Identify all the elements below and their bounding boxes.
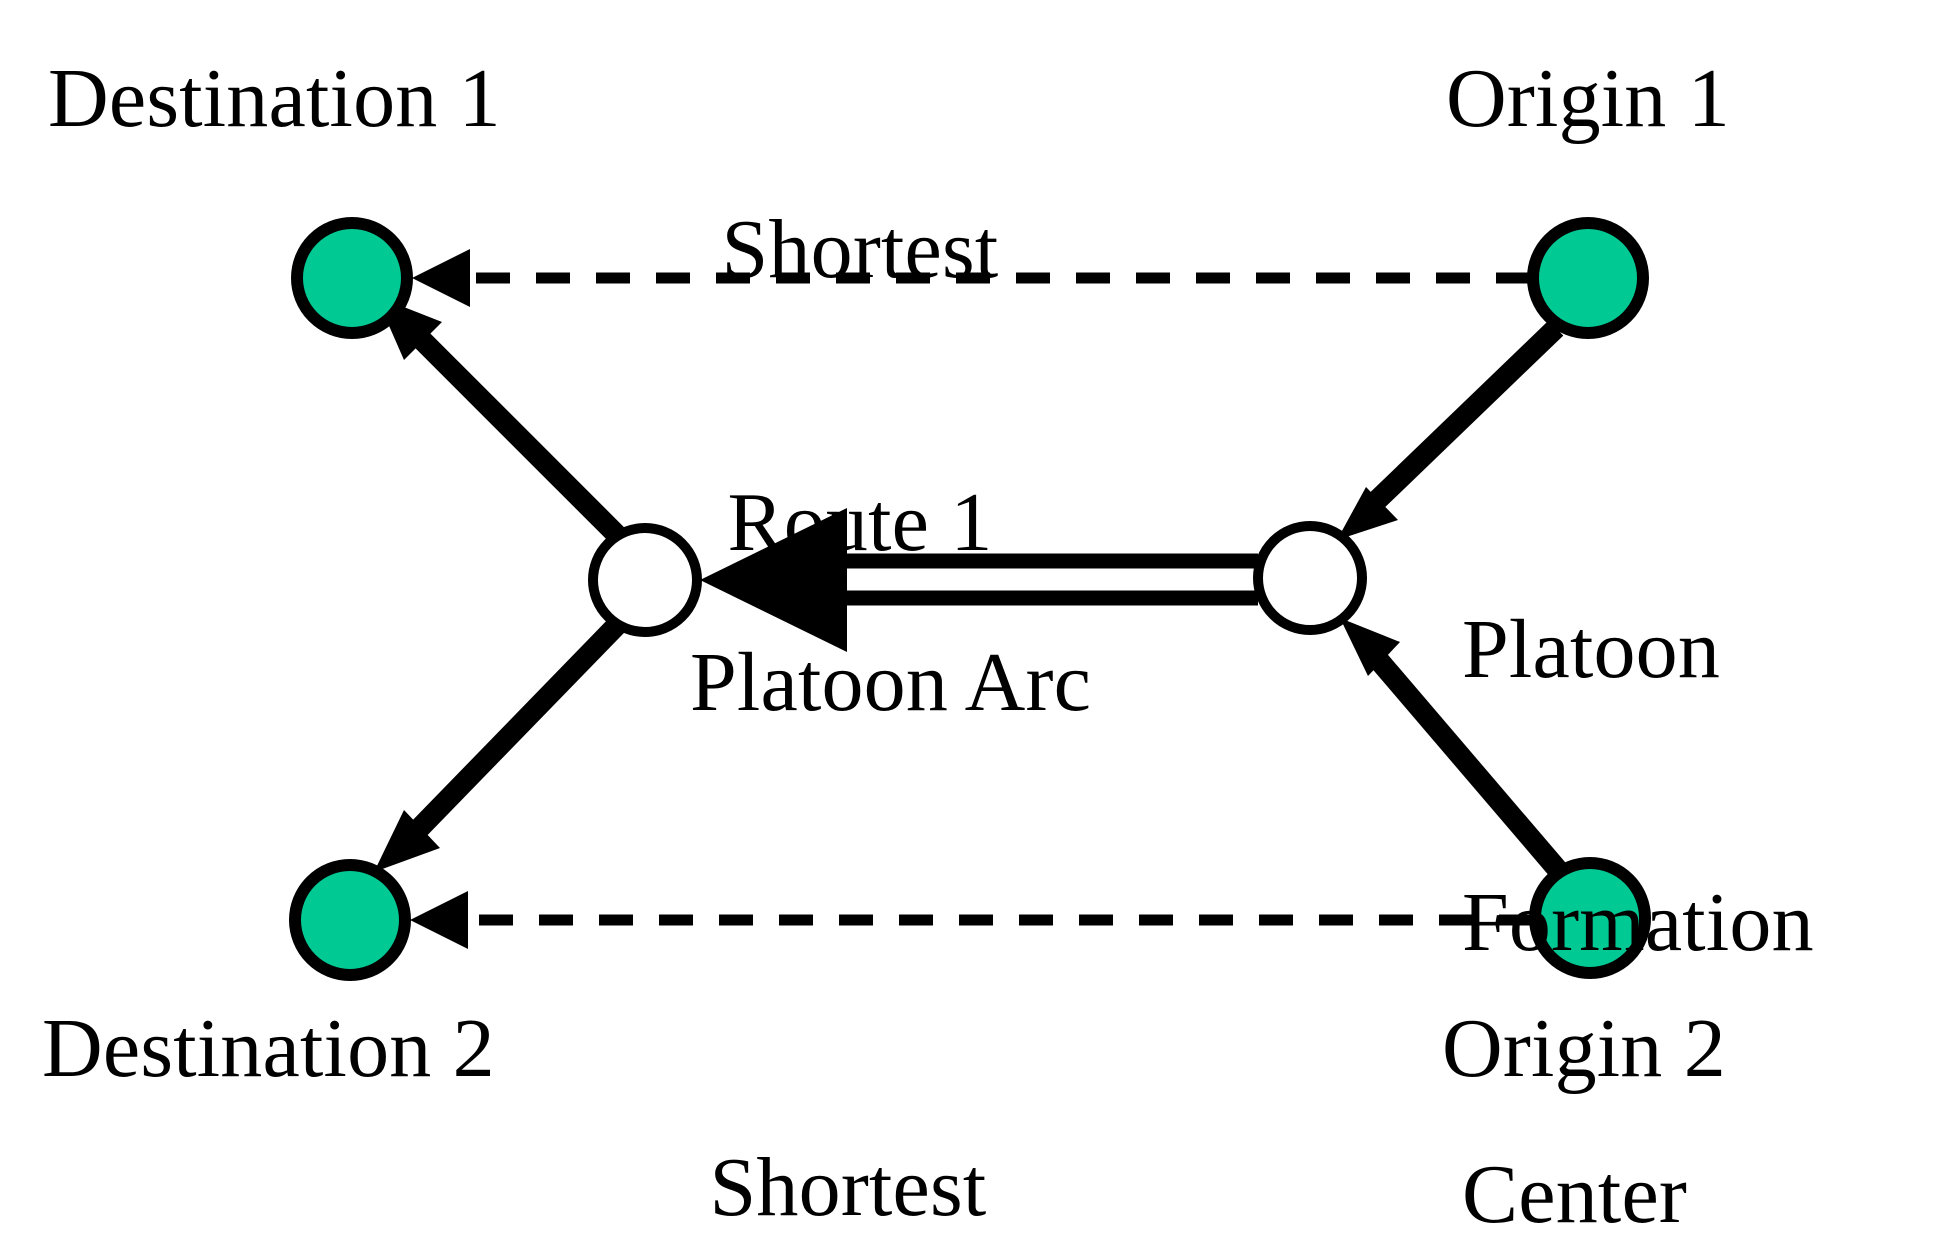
label-origin-1: Origin 1 <box>1446 52 1730 145</box>
origin-2-to-center-arrowhead <box>1340 618 1400 676</box>
label-shortest-route-1-line2: Route 1 <box>727 475 993 569</box>
center-to-destination-2-line <box>402 616 626 846</box>
center-to-destination-2-arrowhead <box>374 810 440 872</box>
node-destination-1[interactable] <box>291 217 413 339</box>
label-destination-1: Destination 1 <box>48 52 501 145</box>
shortest-route-2-arrowhead <box>410 891 468 949</box>
node-platoon-center-right[interactable] <box>1253 521 1367 635</box>
edge-shortest-route-1 <box>412 249 1530 307</box>
edge-origin-2-to-center <box>1340 618 1566 877</box>
label-platoon-formation-center-line3: Center <box>1462 1147 1688 1233</box>
node-origin-1[interactable] <box>1527 217 1649 339</box>
edge-center-to-destination-2 <box>374 616 626 872</box>
edge-origin-1-to-center <box>1337 320 1564 540</box>
label-shortest-route-1-line1: Shortest <box>721 203 999 297</box>
label-shortest-route-2-line1: Shortest <box>709 1141 987 1233</box>
node-destination-2[interactable] <box>289 859 411 981</box>
node-platoon-center-left[interactable] <box>588 523 702 637</box>
label-shortest-route-1: Shortest Route 1 <box>660 24 1060 750</box>
shortest-route-1-arrowhead <box>412 249 470 307</box>
label-platoon-formation-center: Platoon Formation Center <box>1462 424 1935 1233</box>
node-origin-2[interactable] <box>1529 857 1651 979</box>
center-to-destination-1-line <box>404 322 628 546</box>
origin-2-to-center-line <box>1362 643 1566 877</box>
origin-1-to-center-arrowhead <box>1337 487 1398 540</box>
edge-center-to-destination-1 <box>376 296 628 546</box>
edge-shortest-route-2 <box>410 891 1533 949</box>
label-origin-2: Origin 2 <box>1442 1002 1726 1095</box>
label-platoon-formation-center-line1: Platoon <box>1462 603 1721 697</box>
edge-platoon-arc <box>700 508 1258 652</box>
origin-1-to-center-line <box>1359 320 1564 518</box>
label-platoon-arc: Platoon Arc <box>690 636 1092 729</box>
label-shortest-route-2: Shortest Route 2 <box>648 962 1048 1233</box>
platoon-arc-arrowhead <box>700 508 847 652</box>
label-platoon-formation-center-line2: Formation <box>1462 875 1814 969</box>
label-destination-2: Destination 2 <box>42 1002 495 1095</box>
